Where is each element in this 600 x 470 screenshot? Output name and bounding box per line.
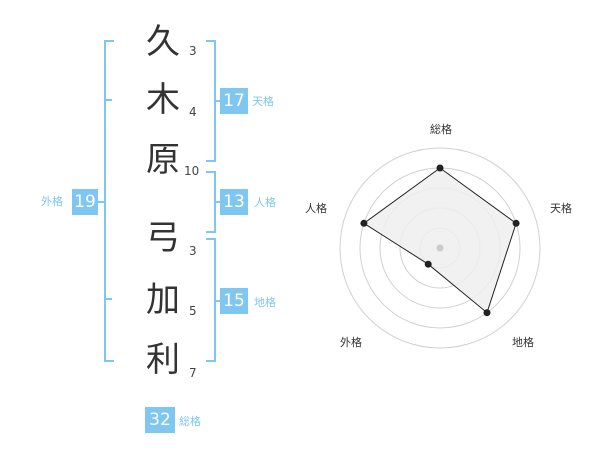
name-char-2: 木 <box>146 80 180 120</box>
jinkaku-value: 13 <box>220 189 248 215</box>
tenkaku-value: 17 <box>220 88 248 114</box>
chikaku-label: 地格 <box>254 296 276 309</box>
stroke-count-1: 3 <box>189 44 197 58</box>
jinkaku-connector <box>214 201 220 203</box>
radar-label-gaikaku: 外格 <box>340 335 362 349</box>
name-char-3: 原 <box>146 140 180 180</box>
stroke-count-3: 10 <box>184 164 200 178</box>
stroke-count-2: 4 <box>189 105 197 119</box>
radar-point-tenkaku <box>512 219 520 227</box>
jinkaku-label: 人格 <box>254 196 276 209</box>
radar-point-soukaku <box>436 164 444 172</box>
gaikaku-tick-lower <box>104 298 112 300</box>
chikaku-value: 15 <box>220 288 248 314</box>
chikaku-connector <box>214 300 220 302</box>
radar-label-tenkaku: 天格 <box>550 201 572 215</box>
stroke-count-6: 7 <box>189 366 197 380</box>
radar-label-chikaku: 地格 <box>512 335 534 349</box>
gaikaku-value: 19 <box>72 189 98 215</box>
fortune-radar-chart: 総格 天格 地格 外格 人格 <box>305 122 572 349</box>
radar-value-polygon <box>363 167 517 314</box>
tenkaku-label: 天格 <box>252 95 274 108</box>
stroke-count-5: 5 <box>189 304 197 318</box>
name-char-6: 利 <box>146 340 180 380</box>
soukaku-value: 32 <box>145 407 175 433</box>
radar-label-soukaku: 総格 <box>430 122 452 136</box>
gaikaku-label: 外格 <box>41 195 63 208</box>
gaikaku-tick <box>104 99 112 101</box>
name-char-5: 加 <box>146 280 180 320</box>
stroke-count-4: 3 <box>189 244 197 258</box>
radar-point-chikaku <box>483 309 491 317</box>
name-char-1: 久 <box>146 22 180 62</box>
radar-label-jinkaku: 人格 <box>305 201 327 215</box>
name-char-4: 弓 <box>146 218 180 258</box>
gaikaku-connector <box>98 201 106 203</box>
radar-center-dot <box>436 244 444 252</box>
soukaku-label: 総格 <box>179 415 201 428</box>
tenkaku-connector <box>214 100 220 102</box>
radar-point-jinkaku <box>360 219 368 227</box>
radar-point-gaikaku <box>424 260 432 268</box>
radar-grid-ring-5 <box>339 147 541 349</box>
